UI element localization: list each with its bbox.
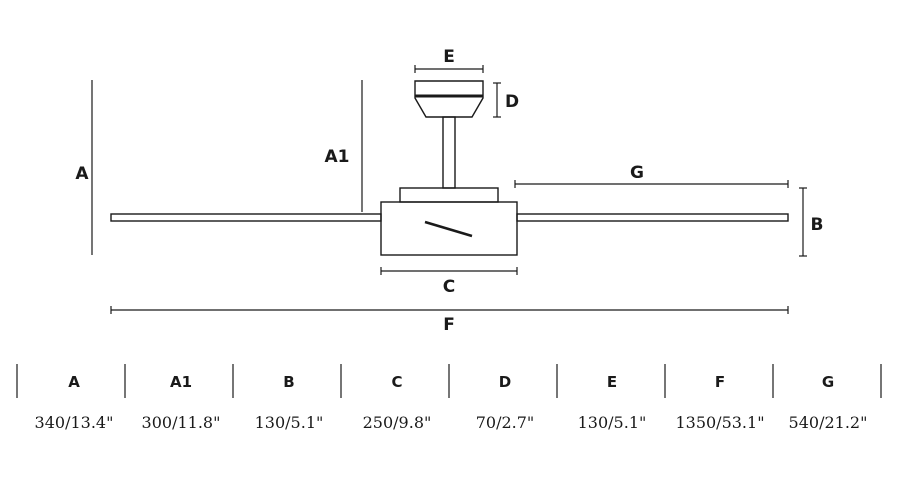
dim-line-c xyxy=(380,267,518,275)
table-column-a1: A1 300/11.8" xyxy=(142,373,221,432)
fan-drawing xyxy=(110,80,789,256)
table-dividers xyxy=(16,364,882,398)
label-e: E xyxy=(443,47,455,67)
table-column-e: E 130/5.1" xyxy=(578,373,647,432)
table-value-b: 130/5.1" xyxy=(255,413,324,432)
label-b: B xyxy=(811,215,824,235)
table-value-e: 130/5.1" xyxy=(578,413,647,432)
table-column-c: C 250/9.8" xyxy=(363,373,432,432)
table-header-d: D xyxy=(499,373,511,391)
motor-housing xyxy=(380,201,518,256)
dimension-labels: A A1 E D G B C F xyxy=(75,47,823,335)
label-c: C xyxy=(443,277,455,297)
label-g: G xyxy=(630,163,644,183)
dim-line-b xyxy=(799,187,807,257)
table-column-g: G 540/21.2" xyxy=(789,373,868,432)
label-a1: A1 xyxy=(325,147,350,167)
table-header-a: A xyxy=(68,373,80,391)
table-column-b: B 130/5.1" xyxy=(255,373,324,432)
dim-line-f xyxy=(110,306,789,314)
motor-mark xyxy=(424,220,473,238)
dimensions-table: A 340/13.4" A1 300/11.8" B 130/5.1" C 25… xyxy=(16,364,882,432)
table-header-e: E xyxy=(607,373,617,391)
table-column-d: D 70/2.7" xyxy=(476,373,535,432)
table-header-a1: A1 xyxy=(170,373,192,391)
motor-top-cap xyxy=(399,187,499,203)
table-column-f: F 1350/53.1" xyxy=(675,373,764,432)
right-blade xyxy=(516,213,789,222)
label-d: D xyxy=(505,92,519,112)
label-f: F xyxy=(443,315,455,335)
table-value-a: 340/13.4" xyxy=(35,413,114,432)
table-column-a: A 340/13.4" xyxy=(35,373,114,432)
left-blade xyxy=(110,213,382,222)
dim-line-g xyxy=(514,180,789,188)
table-value-a1: 300/11.8" xyxy=(142,413,221,432)
table-value-g: 540/21.2" xyxy=(789,413,868,432)
downrod xyxy=(442,116,456,189)
table-value-d: 70/2.7" xyxy=(476,413,535,432)
table-value-f: 1350/53.1" xyxy=(675,413,764,432)
dimension-lines xyxy=(91,65,807,314)
dim-line-e xyxy=(414,65,484,73)
dim-line-d xyxy=(493,82,501,118)
table-header-g: G xyxy=(822,373,834,391)
table-header-b: B xyxy=(283,373,294,391)
canopy xyxy=(414,80,484,118)
label-a: A xyxy=(75,164,89,184)
table-header-c: C xyxy=(391,373,402,391)
table-header-f: F xyxy=(715,373,725,391)
table-value-c: 250/9.8" xyxy=(363,413,432,432)
